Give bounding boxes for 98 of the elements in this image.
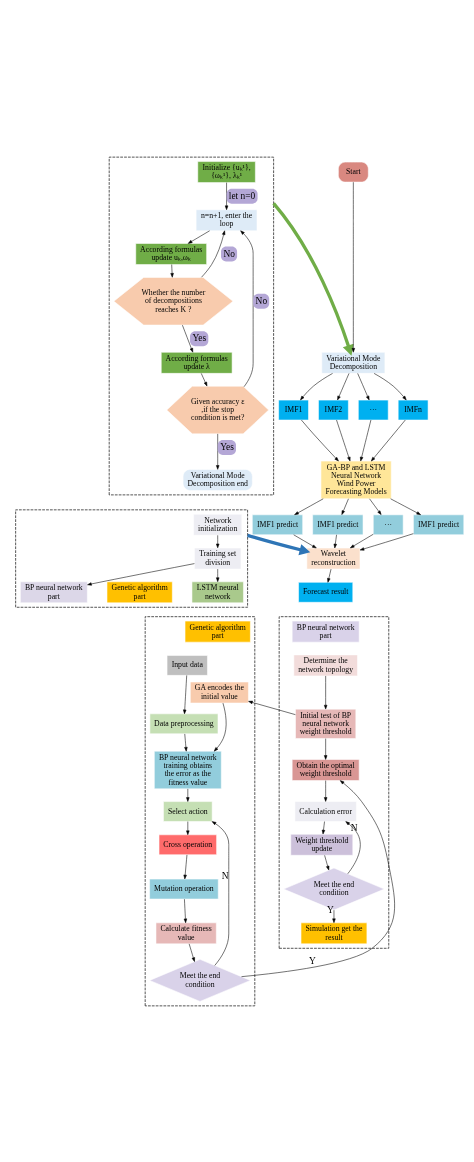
- node-box: Variational Mode Decomposition end: [182, 468, 253, 491]
- node-box: IMF1 predict: [251, 514, 303, 535]
- arrow: [185, 788, 189, 802]
- arrow: [336, 372, 349, 400]
- arrow: [215, 433, 219, 470]
- node-box: Select action: [162, 800, 212, 822]
- arrow: [239, 230, 253, 387]
- arrow: [351, 181, 355, 352]
- arrow: [341, 498, 349, 515]
- node-box: Calculation error: [294, 800, 357, 822]
- arrow: [373, 372, 406, 400]
- node-box: BP neural network training obtains the error as the fitness value: [153, 750, 222, 789]
- arrow: [326, 568, 331, 583]
- arrow: [344, 820, 361, 874]
- node-box: Weight threshold update: [290, 833, 353, 856]
- node-box: Input data: [166, 654, 208, 676]
- arrow: [349, 533, 373, 548]
- arrow: [389, 498, 421, 515]
- edge-label: N: [221, 870, 229, 881]
- arrow: [321, 820, 325, 834]
- node-box: According formulas update uₖ,ωₖ: [135, 242, 207, 265]
- node-box: ···: [357, 399, 388, 420]
- arrow: [335, 419, 350, 461]
- arrow: [356, 372, 369, 400]
- edge-label: No: [223, 248, 235, 259]
- node-box: ···: [372, 514, 403, 535]
- arrow: [323, 675, 327, 709]
- node-box: Initial test of BP neural network weight threshold: [294, 708, 356, 739]
- node-box: Mutation operation: [148, 878, 219, 899]
- node-box: Cross operation: [158, 834, 217, 855]
- edge-label: let n=0: [228, 190, 255, 201]
- arrow: [271, 201, 354, 356]
- node-box: Start: [337, 161, 369, 182]
- arrow: [183, 733, 188, 751]
- edge-label: Y: [308, 955, 316, 966]
- arrow: [182, 674, 187, 714]
- node-box: Wavelet reconstruction: [306, 547, 360, 569]
- arrow: [170, 263, 174, 278]
- arrow: [183, 898, 187, 923]
- edge-label: No: [255, 295, 267, 306]
- arrow: [213, 702, 226, 751]
- arrow: [323, 737, 327, 760]
- node-box: BP neural network part: [291, 620, 359, 642]
- edge-label: N: [350, 822, 358, 833]
- arrow: [359, 419, 371, 461]
- arrow: [181, 324, 193, 352]
- arrow: [299, 372, 333, 400]
- node-box: BP neural network part: [19, 581, 88, 603]
- node-box: Initialize {uₖ¹}, {ωₖ¹}, λₖ¹: [197, 160, 256, 183]
- arrow: [215, 534, 219, 548]
- arrow: [200, 230, 225, 278]
- cluster: [14, 508, 248, 608]
- arrow: [240, 779, 395, 977]
- arrow: [188, 943, 195, 962]
- arrow: [323, 854, 329, 870]
- arrow: [247, 700, 296, 715]
- node-box: IMF1: [277, 399, 309, 420]
- arrow: [224, 181, 228, 210]
- node-box: GA encodes the initial value: [189, 681, 249, 703]
- arrow: [86, 562, 195, 586]
- arrow: [185, 820, 189, 835]
- cluster: [278, 615, 389, 949]
- arrow: [215, 568, 219, 582]
- node-box: Simulation get the result: [300, 922, 367, 944]
- node-box: Genetic algorithm part: [106, 581, 173, 603]
- node-box: Obtain the optimal weight threshold: [291, 758, 359, 781]
- arrow: [323, 779, 327, 802]
- node-box: IMF2: [317, 399, 349, 420]
- node-box: According formulas update λ: [160, 351, 232, 374]
- node-box: LSTM neural network: [191, 581, 244, 603]
- arrow: [187, 230, 210, 244]
- edge-label: Yes: [192, 332, 206, 343]
- arrow: [183, 854, 187, 879]
- arrow: [368, 498, 381, 515]
- node-box: Training set division: [193, 547, 241, 569]
- node-box: Calculate fitness value: [155, 922, 217, 944]
- node-box: IMF1 predict: [412, 514, 464, 535]
- node-box: n=n+1, enter the loop: [195, 208, 257, 231]
- arrow: [300, 419, 339, 461]
- node-box: IMFn: [397, 399, 428, 420]
- arrow: [331, 909, 336, 923]
- arrow: [370, 419, 406, 461]
- node-box: IMF1 predict: [311, 514, 363, 535]
- arrow: [211, 820, 229, 966]
- node-box: Forecast result: [297, 581, 353, 603]
- edge-label: Yes: [219, 441, 234, 452]
- node-box: Determine the network topology: [293, 654, 358, 676]
- arrow: [200, 372, 207, 386]
- node-box: Genetic algorithm part: [184, 620, 251, 642]
- arrow: [333, 534, 337, 548]
- arrow: [359, 532, 414, 550]
- node-box: Data preprocessing: [149, 713, 218, 734]
- node-box: GA-BP and LSTM Neural Network Wind Power Forecasting Models: [320, 460, 392, 499]
- node-box: Variational Mode Decomposition: [321, 351, 385, 374]
- node-box: Network initialization: [192, 513, 242, 536]
- arrow: [293, 498, 323, 515]
- cluster: [108, 156, 274, 495]
- arrow: [292, 534, 317, 548]
